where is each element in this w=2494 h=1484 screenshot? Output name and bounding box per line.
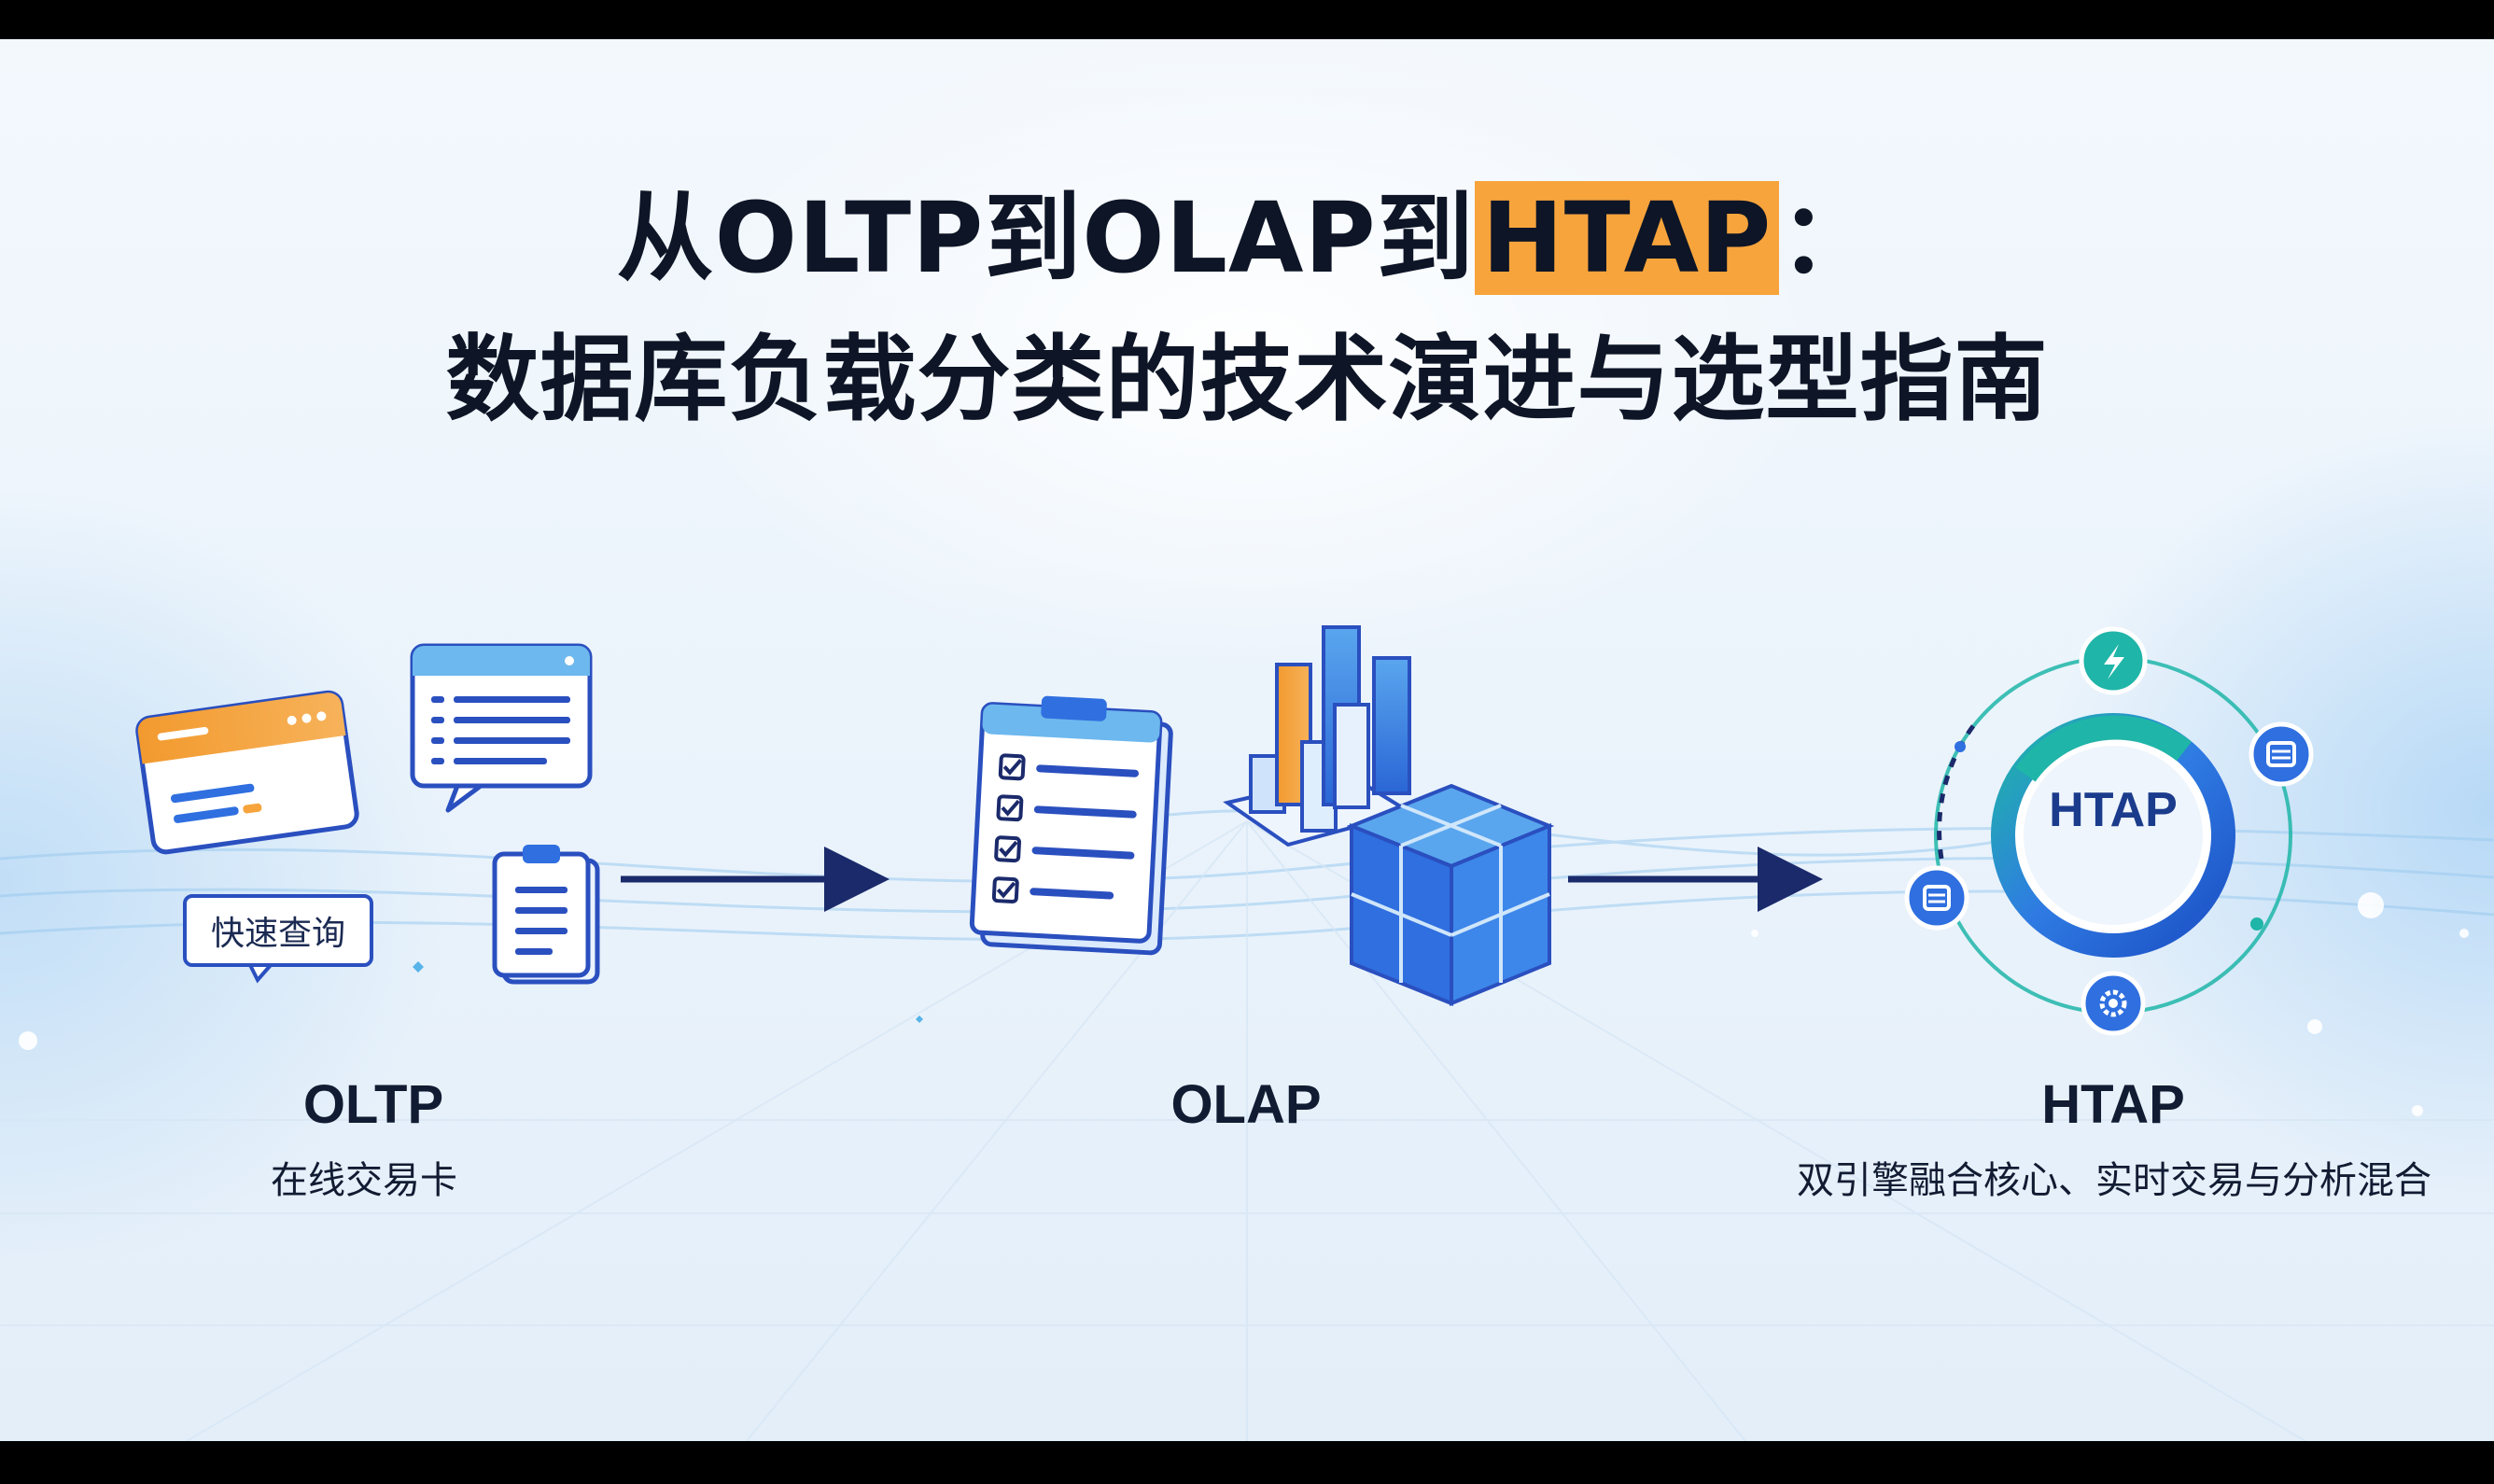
stage-caption-oltp: 在线交易卡 — [271, 1159, 457, 1202]
htap-center-label: HTAP — [2049, 783, 2178, 837]
bar-chart-icon — [1223, 625, 1414, 847]
htap-core-ring — [1991, 713, 2235, 958]
letterbox-top — [0, 0, 2494, 39]
chat-list-icon — [410, 643, 593, 813]
sparkles — [19, 892, 2469, 1116]
database-icon — [2249, 721, 2314, 787]
browser-window-icon — [135, 690, 359, 855]
clipboard-icon — [492, 845, 600, 985]
letterbox-bottom — [0, 1441, 2494, 1484]
database-icon — [1904, 865, 1969, 931]
checklist-icon — [969, 695, 1173, 956]
gear-icon — [2081, 971, 2146, 1036]
tag-pointer — [248, 963, 273, 984]
data-cube-icon — [1346, 783, 1555, 1006]
stage-caption-htap: 双引擎融合核心、实时交易与分析混合 — [1797, 1159, 2431, 1202]
quick-query-tag: 快速查询 — [183, 894, 373, 967]
stage-label-oltp: OLTP — [302, 1074, 444, 1135]
perspective-grid — [0, 820, 2494, 1442]
lightning-icon — [2079, 626, 2148, 695]
title-line-2: 数据库负载分类的技术演进与选型指南 — [445, 325, 2049, 434]
stage-label-olap: OLAP — [1170, 1074, 1322, 1135]
title-line-1: 从OLTP到OLAP到HTAP： — [616, 181, 1878, 295]
small-diamonds — [413, 961, 923, 1023]
title-highlight: HTAP — [1474, 181, 1780, 295]
stage-label-htap: HTAP — [2041, 1074, 2185, 1135]
